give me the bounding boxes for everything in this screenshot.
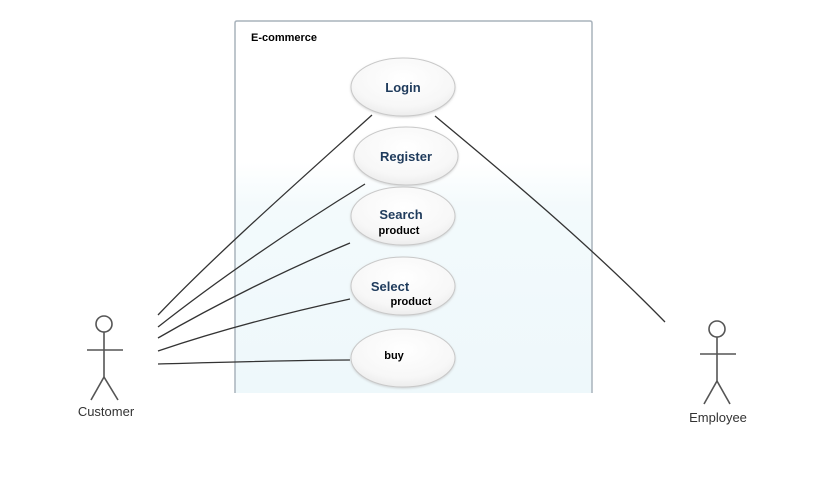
association-customer-search xyxy=(157,242,351,339)
system-title: E-commerce xyxy=(251,32,317,44)
use-case-search-sublabel: product xyxy=(379,225,420,237)
actor-customer[interactable]: Customer xyxy=(78,315,135,419)
use-case-select-product[interactable]: Select product xyxy=(350,256,456,316)
actor-employee[interactable]: Employee xyxy=(689,320,747,425)
stick-figure-icon xyxy=(87,315,123,401)
association-employee-login xyxy=(434,115,666,323)
use-case-select-label: Select xyxy=(371,279,410,294)
actor-employee-label: Employee xyxy=(689,410,747,425)
association-customer-login xyxy=(157,114,373,316)
association-customer-buy xyxy=(157,359,351,365)
use-case-search-product[interactable]: Search product xyxy=(350,186,456,246)
use-case-buy-label: buy xyxy=(384,350,404,362)
association-customer-register xyxy=(157,183,366,328)
use-case-register-label: Register xyxy=(380,149,432,164)
use-case-login[interactable]: Login xyxy=(350,57,456,117)
stick-figure-icon xyxy=(700,320,736,405)
use-case-select-sublabel: product xyxy=(391,296,432,308)
actor-customer-label: Customer xyxy=(78,404,135,419)
use-case-login-label: Login xyxy=(385,80,420,95)
customer-associations xyxy=(157,114,373,365)
use-case-search-label: Search xyxy=(379,207,422,222)
use-case-buy[interactable]: buy xyxy=(350,328,456,388)
association-customer-select xyxy=(157,298,351,352)
use-case-register[interactable]: Register xyxy=(353,126,459,186)
